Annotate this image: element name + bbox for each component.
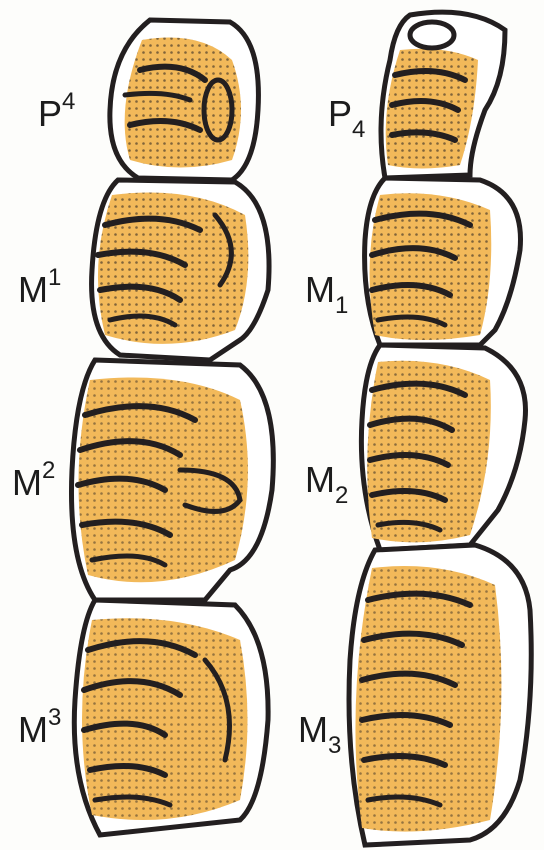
upper-m2-crown	[71, 360, 273, 600]
lower-m1-crown	[365, 178, 521, 345]
label-upper-m1: M1	[18, 272, 61, 308]
lower-p4-crown	[381, 12, 505, 178]
upper-m3-crown	[74, 600, 268, 835]
label-lower-m2: M2	[305, 462, 348, 498]
label-upper-m3: M3	[18, 712, 61, 748]
lower-m2-crown	[361, 345, 525, 550]
label-upper-p4: P4	[38, 96, 75, 132]
label-lower-m3: M3	[298, 712, 341, 748]
upper-m1-crown	[92, 180, 269, 360]
label-lower-m1: M1	[305, 272, 348, 308]
label-lower-p4: P4	[328, 96, 365, 132]
label-upper-m2: M2	[12, 465, 55, 501]
upper-p4-crown	[110, 20, 259, 180]
lower-m3-crown	[349, 545, 531, 845]
